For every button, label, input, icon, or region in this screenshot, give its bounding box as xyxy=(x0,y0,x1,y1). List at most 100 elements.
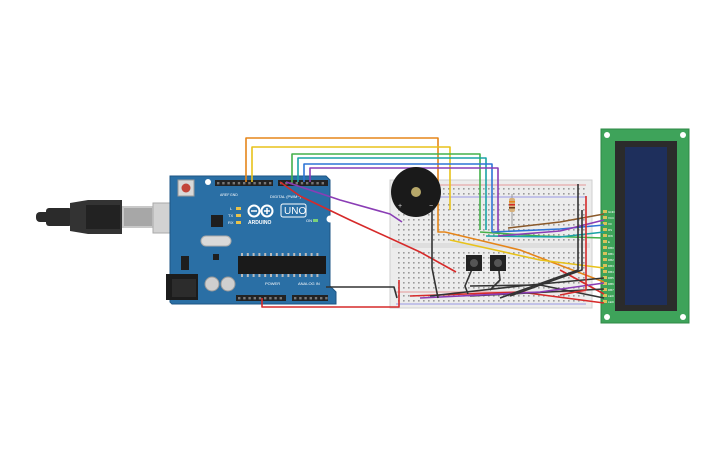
breadboard-hole xyxy=(493,209,495,211)
wire-purple-lcd[interactable] xyxy=(497,219,605,237)
breadboard-hole xyxy=(413,267,415,269)
breadboard-hole xyxy=(583,188,585,190)
breadboard-hole xyxy=(408,300,410,302)
wire-buzzer-neg[interactable] xyxy=(431,198,439,299)
breadboard-hole xyxy=(463,224,465,226)
resistor[interactable] xyxy=(509,194,515,226)
wire-green-top[interactable] xyxy=(291,153,481,230)
wire-orange-top[interactable] xyxy=(245,137,445,233)
breadboard-hole xyxy=(403,257,405,259)
reset-button-cap[interactable] xyxy=(181,183,191,193)
usb-cable[interactable] xyxy=(36,200,154,234)
pushbutton-1[interactable] xyxy=(466,255,482,271)
chip-pin xyxy=(246,253,249,256)
breadboard-hole xyxy=(563,267,565,269)
breadboard-hole xyxy=(533,239,535,241)
breadboard-hole xyxy=(453,193,455,195)
wire-black-rail-2[interactable] xyxy=(509,210,583,297)
wire-yellow-top[interactable] xyxy=(251,146,451,210)
breadboard-hole xyxy=(518,229,520,231)
breadboard-hole xyxy=(513,252,515,254)
lcd-16x2[interactable]: GNDVCCV0RSRWEDB0DB1DB2DB3DB4DB5DB6DB7LED… xyxy=(600,128,690,324)
header-pin xyxy=(263,182,267,185)
wire-brown-lcd[interactable] xyxy=(507,213,605,229)
breadboard-hole xyxy=(398,262,400,264)
header-pin xyxy=(238,297,241,300)
wire-purple-d13[interactable] xyxy=(285,181,403,223)
breadboard-hole xyxy=(508,229,510,231)
wire-teal-lcd[interactable] xyxy=(485,231,605,238)
breadboard-hole xyxy=(523,295,525,297)
l-label: L xyxy=(230,206,233,211)
wire-teal-top[interactable] xyxy=(297,157,487,230)
breadboard-hole xyxy=(483,287,485,289)
lcd-pin xyxy=(603,276,607,279)
breadboard-hole xyxy=(473,277,475,279)
breadboard-hole xyxy=(573,193,575,195)
breadboard-hole xyxy=(498,277,500,279)
piezo-buzzer[interactable]: + − xyxy=(391,167,441,217)
breadboard-hole xyxy=(503,272,505,274)
wire-purple-top[interactable] xyxy=(309,167,499,234)
wire-black-rail[interactable] xyxy=(499,184,579,299)
breadboard-hole xyxy=(568,252,570,254)
breadboard-hole xyxy=(453,229,455,231)
arduino-uno-board[interactable]: TX RX L ON ARDUINO UNO DIGITAL (PWM~) AR… xyxy=(166,175,337,305)
breadboard-hole xyxy=(423,219,425,221)
breadboard-hole xyxy=(488,234,490,236)
lcd-pin xyxy=(603,210,607,213)
breadboard-hole xyxy=(573,282,575,284)
breadboard-hole xyxy=(538,204,540,206)
breadboard-hole xyxy=(508,262,510,264)
chip-pin xyxy=(299,274,301,277)
wire-black-gnd[interactable] xyxy=(326,286,398,299)
on-led xyxy=(313,219,318,222)
breadboard-hole xyxy=(558,300,560,302)
breadboard-hole xyxy=(453,239,455,241)
breadboard-hole xyxy=(568,234,570,236)
breadboard-hole xyxy=(433,257,435,259)
header-pin xyxy=(295,182,298,185)
pushbutton-2[interactable] xyxy=(490,255,506,271)
breadboard-hole xyxy=(568,209,570,211)
wire-blue-lcd[interactable] xyxy=(491,224,605,233)
breadboard-hole xyxy=(573,229,575,231)
breadboard-hole xyxy=(508,282,510,284)
wire-blue-top[interactable] xyxy=(303,163,493,232)
breadboard-hole xyxy=(488,300,490,302)
wire-purple-low[interactable] xyxy=(419,282,605,299)
breadboard-hole xyxy=(483,193,485,195)
breadboard-hole xyxy=(573,252,575,254)
breadboard-hole xyxy=(533,277,535,279)
breadboard-hole xyxy=(528,262,530,264)
breadboard-hole xyxy=(518,209,520,211)
breadboard-hole xyxy=(398,272,400,274)
wire-red-5v[interactable] xyxy=(261,280,400,308)
breadboard-hole xyxy=(553,267,555,269)
breadboard-hole xyxy=(543,204,545,206)
header-pin xyxy=(253,297,256,300)
breadboard-hole xyxy=(438,239,440,241)
header-pin xyxy=(316,182,319,185)
buzzer-minus-icon: − xyxy=(429,203,433,210)
breadboard-hole xyxy=(458,272,460,274)
breadboard-hole xyxy=(433,267,435,269)
breadboard-hole xyxy=(578,300,580,302)
breadboard-hole xyxy=(403,239,405,241)
wire-red-rail[interactable] xyxy=(559,196,587,296)
breadboard-hole xyxy=(493,239,495,241)
breadboard-hole xyxy=(448,277,450,279)
breadboard-hole xyxy=(583,277,585,279)
chip-pin xyxy=(275,274,278,277)
breadboard-hole xyxy=(418,219,420,221)
breadboard-hole xyxy=(508,204,510,206)
breadboard-hole xyxy=(453,262,455,264)
breadboard-hole xyxy=(428,287,430,289)
breadboard-hole xyxy=(478,234,480,236)
breadboard-hole xyxy=(548,224,550,226)
breadboard-hole xyxy=(453,287,455,289)
breadboard-hole xyxy=(538,219,540,221)
header-pin xyxy=(321,182,324,185)
breadboard-hole xyxy=(473,193,475,195)
breadboard-hole xyxy=(468,239,470,241)
